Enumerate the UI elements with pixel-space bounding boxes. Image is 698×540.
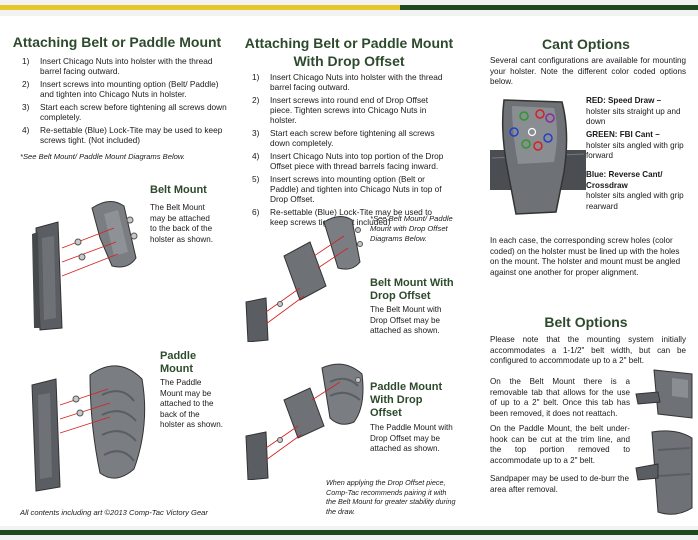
cant-diagram-illustration — [490, 99, 586, 215]
col2-note: *See Belt Mount/ Paddle Mount with Drop … — [370, 214, 453, 243]
col2-title: Attaching Belt or Paddle Mount With Drop… — [244, 35, 454, 69]
green-hole-icon — [519, 111, 529, 121]
belt-drop-offset-illustration — [245, 216, 363, 342]
col2-steps: 1)Insert Chicago Nuts into holster with … — [252, 72, 452, 230]
step: 1)Insert Chicago Nuts into holster with … — [22, 56, 213, 76]
top-accent-bar — [0, 0, 698, 16]
belt-mount-text: The Belt Mount may be attached to the ba… — [150, 203, 213, 244]
belt-mount-illustration — [32, 201, 138, 331]
belt-options-title: Belt Options — [544, 314, 628, 330]
red-hole-icon — [535, 109, 545, 119]
belt-options-intro: Please note that the mounting system ini… — [490, 335, 686, 365]
col1-note: *See Belt Mount/ Paddle Mount Diagrams B… — [20, 152, 186, 161]
belt-tab-illustration — [635, 369, 693, 419]
col1-title: Attaching Belt or Paddle Mount — [12, 34, 222, 50]
belt-options-p3: Sandpaper may be used to de-burr the are… — [490, 474, 630, 494]
col1-steps: 1)Insert Chicago Nuts into holster with … — [22, 56, 227, 148]
belt-options-p2: On the Paddle Mount, the belt under-hook… — [490, 424, 630, 465]
step: 1)Insert Chicago Nuts into holster with … — [252, 72, 443, 92]
belt-mount-title: Belt Mount — [150, 184, 207, 196]
step: 4)Insert Chicago Nuts into top portion o… — [252, 151, 444, 171]
paddle-drop-offset-illustration — [245, 363, 364, 480]
paddle-drop-text: The Paddle Mount with Drop Offset may be… — [370, 423, 453, 453]
copyright-footer: All contents including art ©2013 Comp-Ta… — [20, 508, 208, 517]
paddle-trim-illustration — [635, 430, 693, 515]
cant-options-title: Cant Options — [542, 36, 630, 52]
cant-outro: In each case, the corresponding screw ho… — [490, 236, 681, 277]
blue-hole-icon — [509, 127, 519, 137]
cant-option-red: RED: Speed Draw –holster sits straight u… — [586, 96, 681, 126]
drop-offset-recommendation: When applying the Drop Offset piece, Com… — [326, 478, 456, 516]
cant-intro: Several cant configurations are availabl… — [490, 56, 686, 86]
step: 5)Insert screws into mounting option (Be… — [252, 174, 442, 204]
step: 3)Start each screw before tightening all… — [252, 128, 435, 148]
bottom-accent-bar — [0, 526, 698, 540]
paddle-mount-text: The Paddle Mount may be attached to the … — [160, 378, 223, 429]
step: 3)Start each screw before tightening all… — [22, 102, 227, 122]
step: 2)Insert screws into round end of Drop O… — [252, 95, 429, 125]
step: 2)Insert screws into mounting option (Be… — [22, 79, 219, 99]
belt-drop-title: Belt Mount With Drop Offset — [370, 277, 454, 302]
step: 4)Re-settable (Blue) Lock-Tite may be us… — [22, 125, 223, 145]
cant-option-green: GREEN: FBI Cant –holster sits angled wit… — [586, 130, 684, 160]
paddle-drop-title: Paddle Mount With Drop Offset — [370, 381, 443, 419]
paddle-mount-title: Paddle Mount — [160, 350, 197, 375]
belt-options-p1: On the Belt Mount there is a removable t… — [490, 377, 630, 418]
belt-drop-text: The Belt Mount with Drop Offset may be a… — [370, 305, 442, 335]
paddle-mount-illustration — [31, 365, 146, 492]
